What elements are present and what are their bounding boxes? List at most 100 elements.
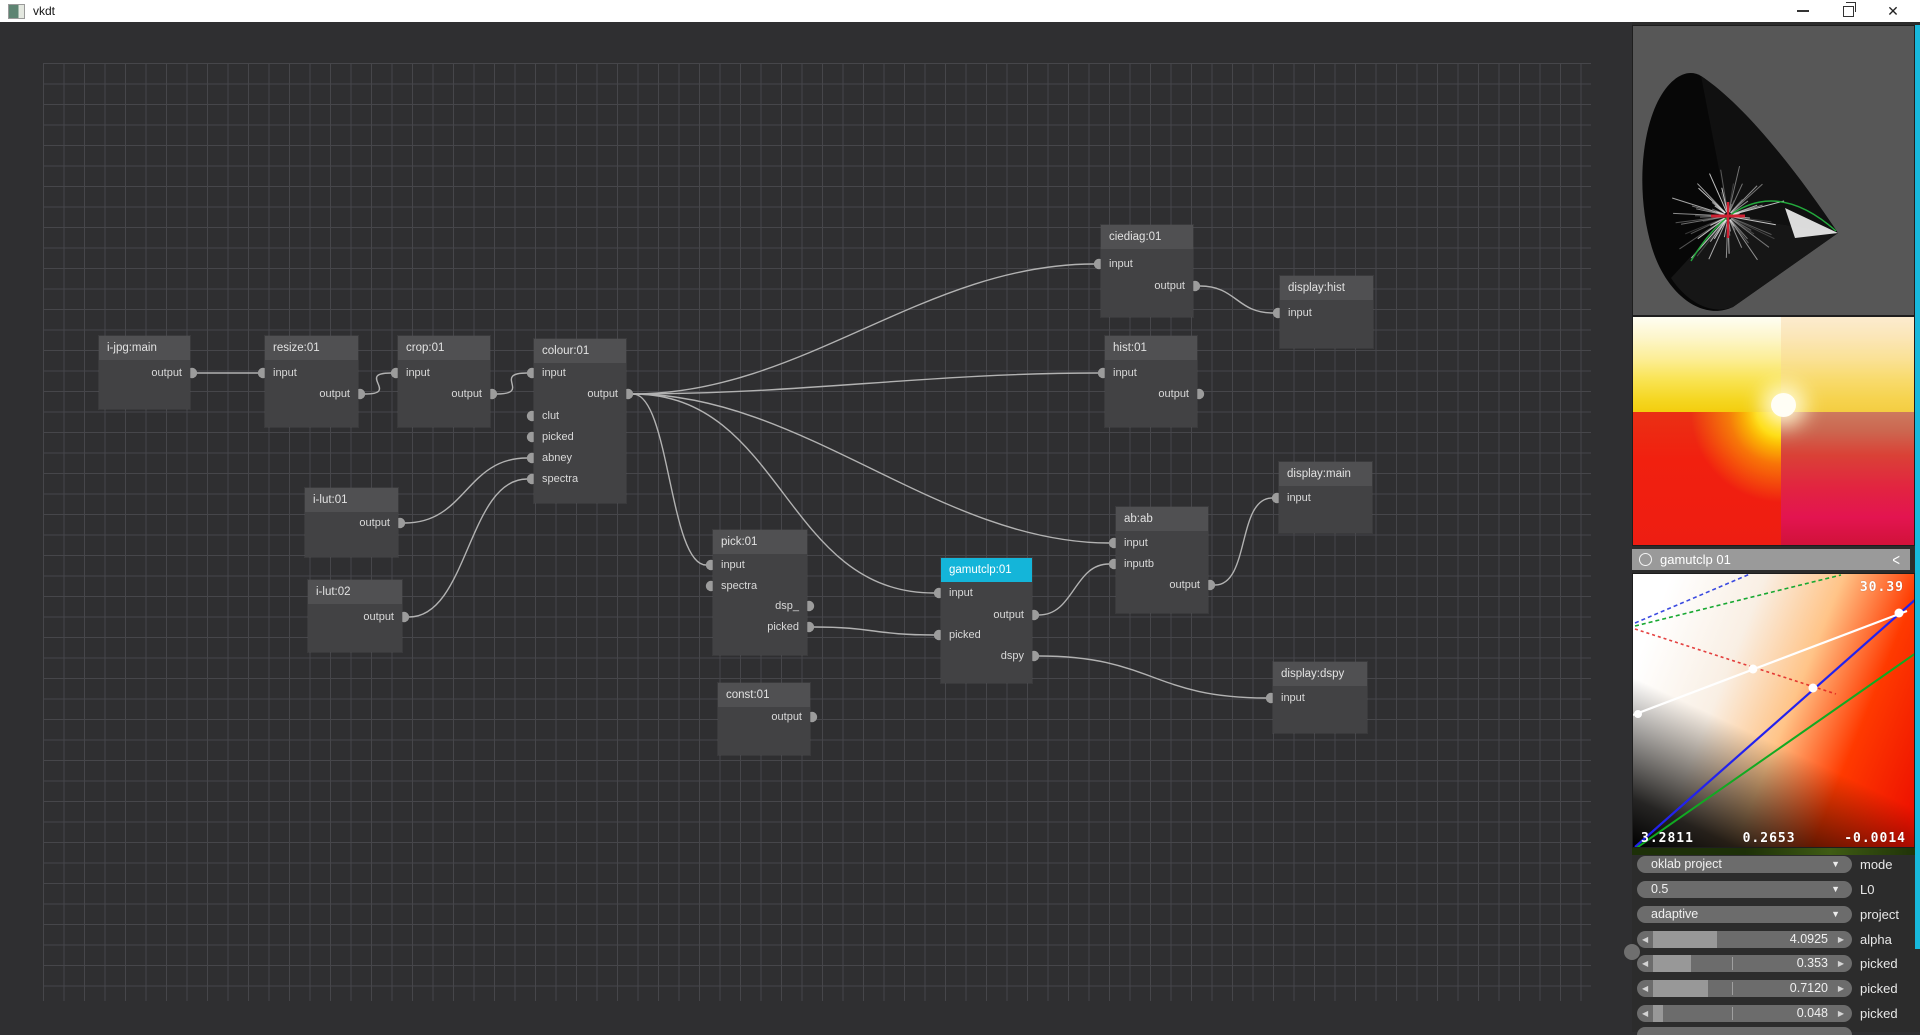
- port-hist:01-input[interactable]: input: [1113, 365, 1137, 381]
- node-title-i-jpg:main[interactable]: i-jpg:main: [99, 336, 190, 360]
- node-i-lut:01[interactable]: i-lut:01 output: [305, 488, 398, 557]
- port-display:main-input[interactable]: input: [1287, 490, 1311, 506]
- module-header-label: gamutclp 01: [1660, 552, 1731, 567]
- node-title-i-lut:02[interactable]: i-lut:02: [308, 580, 402, 604]
- close-button[interactable]: ✕: [1876, 0, 1910, 22]
- port-hist:01-output[interactable]: output: [1158, 386, 1189, 402]
- slider-alpha-3[interactable]: ◀4.0925▶: [1637, 931, 1852, 948]
- node-resize:01[interactable]: resize:01 input output: [265, 336, 358, 427]
- close-icon: ✕: [1887, 4, 1899, 18]
- chevron-down-icon[interactable]: ▼: [1831, 856, 1840, 873]
- node-title-display:hist[interactable]: display:hist: [1280, 276, 1373, 300]
- node-title-ciediag:01[interactable]: ciediag:01: [1101, 225, 1193, 249]
- node-crop:01[interactable]: crop:01 input output: [398, 336, 490, 427]
- combo-project-2[interactable]: adaptive▼: [1637, 906, 1852, 923]
- port-display:hist-input[interactable]: input: [1288, 305, 1312, 321]
- node-colour:01[interactable]: colour:01 input output clut picked abney spect…: [534, 339, 626, 503]
- port-crop:01-output[interactable]: output: [451, 386, 482, 402]
- gamut-clip-widget[interactable]: 30.39 3.2811 0.2653 -0.0014: [1632, 573, 1915, 848]
- combo-L0-1[interactable]: 0.5▼: [1637, 881, 1852, 898]
- port-gamutclp:01-picked[interactable]: picked: [949, 627, 981, 643]
- restore-button[interactable]: [1831, 0, 1865, 22]
- control-row-mode-0: oklab project▼mode: [1632, 856, 1920, 873]
- node-ab:ab[interactable]: ab:ab input inputb output: [1116, 507, 1208, 613]
- port-display:dspy-input[interactable]: input: [1281, 690, 1305, 706]
- next-control-partial[interactable]: [1637, 1027, 1852, 1035]
- node-title-crop:01[interactable]: crop:01: [398, 336, 490, 360]
- port-colour:01-clut[interactable]: clut: [542, 408, 559, 424]
- port-pick:01-picked[interactable]: picked: [767, 619, 799, 635]
- arrow-left-icon[interactable]: ◀: [1642, 1005, 1648, 1022]
- port-resize:01-output[interactable]: output: [319, 386, 350, 402]
- node-ciediag:01[interactable]: ciediag:01 input output: [1101, 225, 1193, 317]
- node-title-ab:ab[interactable]: ab:ab: [1116, 507, 1208, 531]
- node-gamutclp:01[interactable]: gamutclp:01 input output picked dspy: [941, 558, 1032, 683]
- node-title-resize:01[interactable]: resize:01: [265, 336, 358, 360]
- node-title-gamutclp:01[interactable]: gamutclp:01: [941, 558, 1032, 582]
- port-i-lut:01-output[interactable]: output: [359, 515, 390, 531]
- chevron-down-icon[interactable]: ▼: [1831, 906, 1840, 923]
- chevron-left-icon[interactable]: <: [1892, 550, 1900, 570]
- port-ciediag:01-input[interactable]: input: [1109, 256, 1133, 272]
- arrow-right-icon[interactable]: ▶: [1838, 980, 1844, 997]
- slider-picked-5[interactable]: ◀0.7120▶: [1637, 980, 1852, 997]
- node-title-display:dspy[interactable]: display:dspy: [1273, 662, 1367, 686]
- port-ab:ab-input[interactable]: input: [1124, 535, 1148, 551]
- port-i-jpg:main-output[interactable]: output: [151, 365, 182, 381]
- port-pick:01-dsp_[interactable]: dsp_: [775, 598, 799, 614]
- port-ciediag:01-output[interactable]: output: [1154, 278, 1185, 294]
- panel-resize-handle[interactable]: [1624, 944, 1640, 960]
- node-i-jpg:main[interactable]: i-jpg:main output: [99, 336, 190, 409]
- port-colour:01-spectra[interactable]: spectra: [542, 471, 578, 487]
- module-header-gamutclp[interactable]: gamutclp 01 <: [1632, 549, 1910, 570]
- node-i-lut:02[interactable]: i-lut:02 output: [308, 580, 402, 652]
- node-title-hist:01[interactable]: hist:01: [1105, 336, 1197, 360]
- edge-gamutclp:01-output-to-ab:ab-inputb: [1039, 564, 1109, 615]
- node-title-const:01[interactable]: const:01: [718, 683, 810, 707]
- port-colour:01-input[interactable]: input: [542, 365, 566, 381]
- arrow-left-icon[interactable]: ◀: [1642, 931, 1648, 948]
- app-icon: [8, 4, 25, 19]
- node-title-i-lut:01[interactable]: i-lut:01: [305, 488, 398, 512]
- edge-gamutclp:01-dspy-to-display:dspy-input: [1039, 656, 1266, 698]
- port-const:01-output[interactable]: output: [771, 709, 802, 725]
- slider-picked-6[interactable]: ◀ 0.048 ▶: [1637, 1005, 1852, 1022]
- port-gamutclp:01-dspy[interactable]: dspy: [1001, 648, 1024, 664]
- node-hist:01[interactable]: hist:01 input output: [1105, 336, 1197, 427]
- minimize-button[interactable]: [1786, 0, 1820, 22]
- node-const:01[interactable]: const:01 output: [718, 683, 810, 755]
- port-gamutclp:01-output[interactable]: output: [993, 607, 1024, 623]
- image-preview[interactable]: [1632, 316, 1915, 546]
- node-display:dspy[interactable]: display:dspy input: [1273, 662, 1367, 733]
- slider-center-tick: [1732, 1007, 1733, 1020]
- arrow-left-icon[interactable]: ◀: [1642, 955, 1648, 972]
- port-crop:01-input[interactable]: input: [406, 365, 430, 381]
- slider-value: 0.048: [1797, 1005, 1828, 1022]
- port-pick:01-input[interactable]: input: [721, 557, 745, 573]
- node-title-display:main[interactable]: display:main: [1279, 462, 1372, 486]
- port-resize:01-input[interactable]: input: [273, 365, 297, 381]
- port-gamutclp:01-input[interactable]: input: [949, 585, 973, 601]
- node-display:hist[interactable]: display:hist input: [1280, 276, 1373, 348]
- port-pick:01-spectra[interactable]: spectra: [721, 578, 757, 594]
- arrow-right-icon[interactable]: ▶: [1838, 1005, 1844, 1022]
- port-ab:ab-inputb[interactable]: inputb: [1124, 556, 1154, 572]
- node-title-colour:01[interactable]: colour:01: [534, 339, 626, 363]
- edge-colour:01-output-to-pick:01-input: [633, 394, 706, 565]
- arrow-right-icon[interactable]: ▶: [1838, 931, 1844, 948]
- port-i-lut:02-output[interactable]: output: [363, 609, 394, 625]
- combo-mode-0[interactable]: oklab project▼: [1637, 856, 1852, 873]
- arrow-left-icon[interactable]: ◀: [1642, 980, 1648, 997]
- port-colour:01-picked[interactable]: picked: [542, 429, 574, 445]
- port-colour:01-output[interactable]: output: [587, 386, 618, 402]
- node-pick:01[interactable]: pick:01 input spectra dsp_picked: [713, 530, 807, 655]
- circle-icon[interactable]: [1639, 553, 1652, 566]
- node-title-pick:01[interactable]: pick:01: [713, 530, 807, 554]
- cie-chromaticity-diagram[interactable]: [1632, 25, 1915, 316]
- node-display:main[interactable]: display:main input: [1279, 462, 1372, 533]
- arrow-right-icon[interactable]: ▶: [1838, 955, 1844, 972]
- chevron-down-icon[interactable]: ▼: [1831, 881, 1840, 898]
- port-colour:01-abney[interactable]: abney: [542, 450, 572, 466]
- slider-picked-4[interactable]: ◀0.353▶: [1637, 955, 1852, 972]
- port-ab:ab-output[interactable]: output: [1169, 577, 1200, 593]
